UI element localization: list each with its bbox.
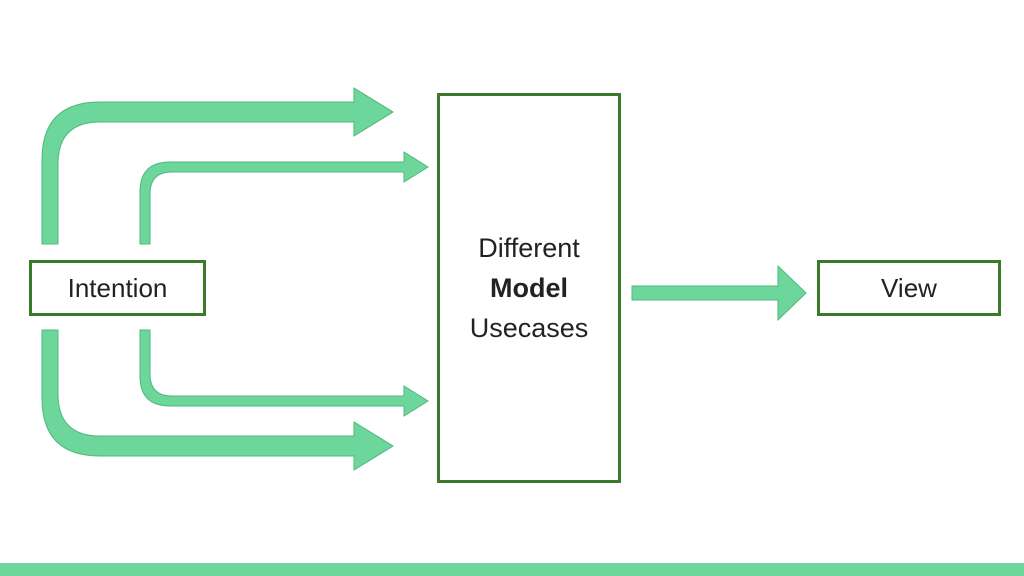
intention-box: Intention (29, 260, 206, 316)
bottom-accent-bar (0, 563, 1024, 576)
model-line-2: Model (490, 273, 568, 303)
view-label: View (881, 272, 937, 303)
arrow-inner-bottom (139, 329, 429, 417)
arrow-inner-top (139, 151, 429, 245)
arrow-model-to-view (631, 264, 807, 322)
model-usecases-box: Different Model Usecases (437, 93, 621, 483)
arrow-outer-bottom (41, 329, 394, 471)
model-line-3: Usecases (469, 313, 589, 343)
model-line-1: Different (478, 233, 580, 263)
intention-label: Intention (67, 272, 168, 303)
arrow-outer-top (41, 87, 394, 245)
view-box: View (817, 260, 1001, 316)
